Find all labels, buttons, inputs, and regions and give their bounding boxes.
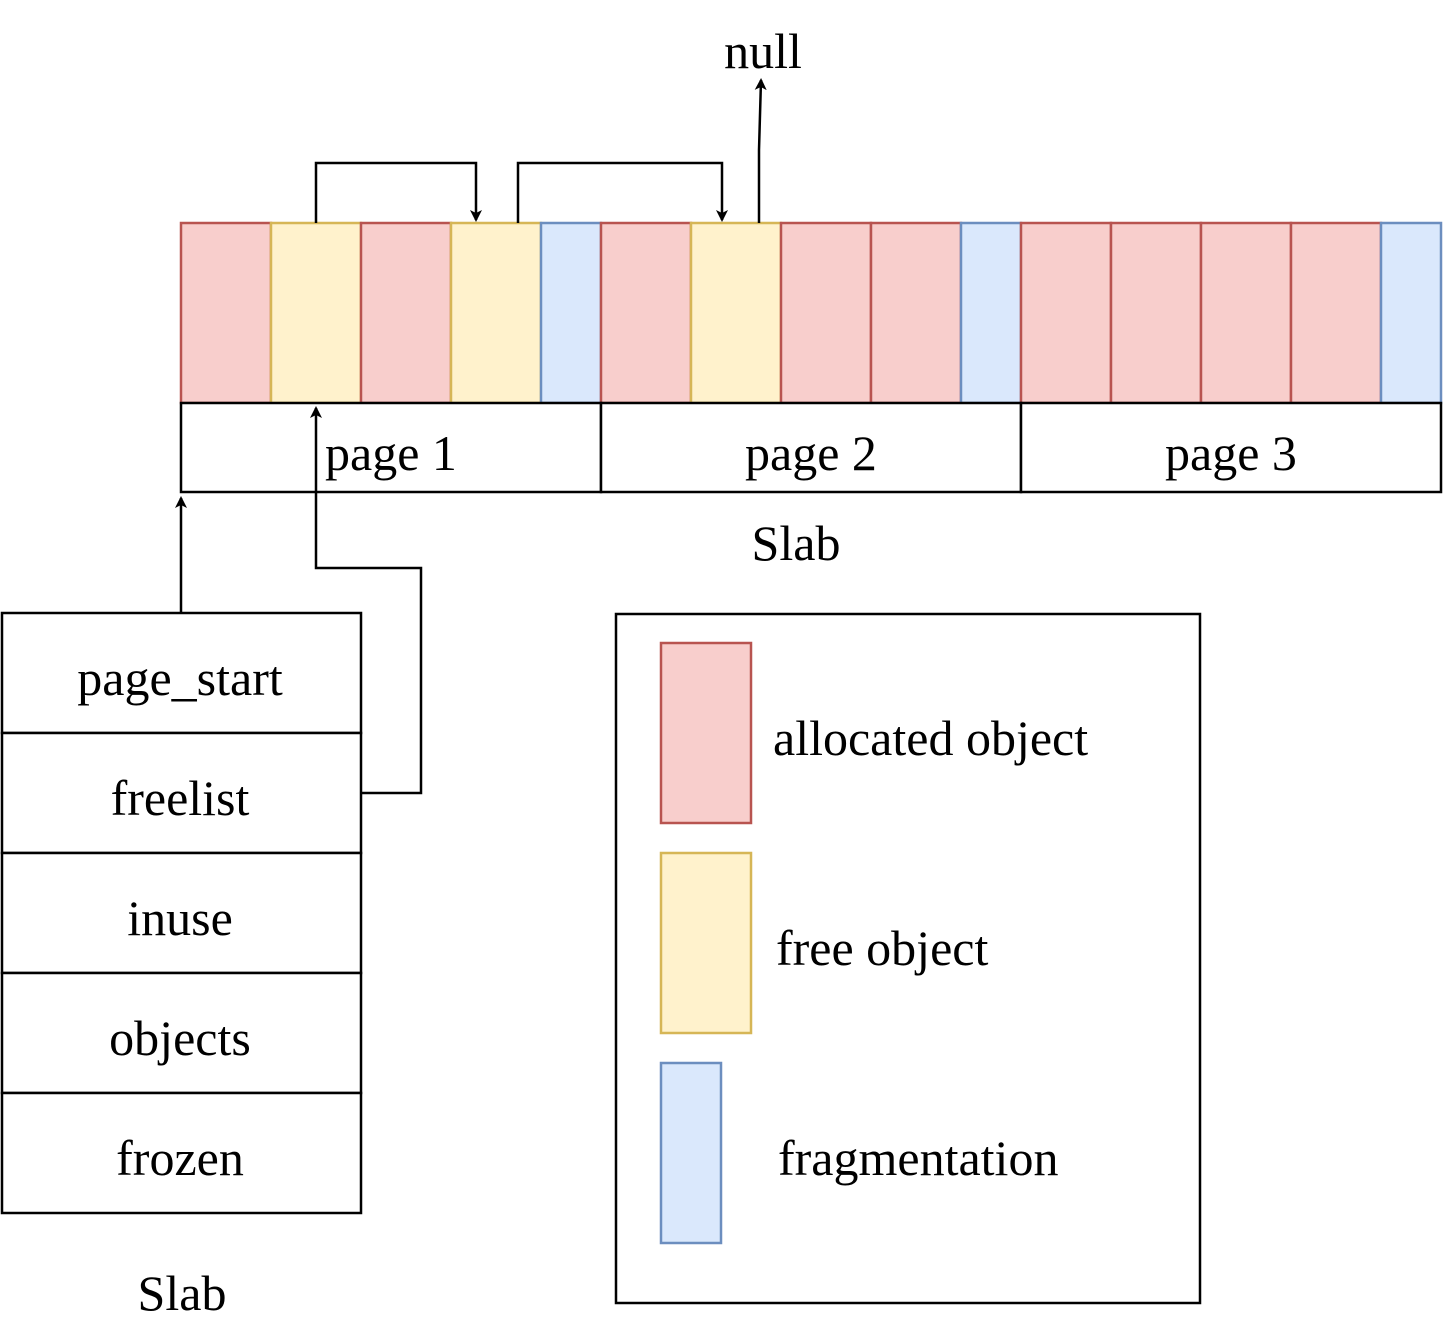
field-objects-label: objects <box>109 1010 251 1066</box>
struct-pointer-arrows <box>175 406 423 795</box>
allocated-object-cell <box>1019 221 1113 405</box>
page-1-label: page 1 <box>325 425 457 481</box>
slab-memory-label: Slab <box>752 515 841 571</box>
allocated-object-cell <box>599 221 693 405</box>
next-pointer-arrow-1 <box>314 161 482 223</box>
page-row <box>179 401 1443 494</box>
allocated-object-cell <box>359 221 453 405</box>
field-frozen-label: frozen <box>116 1130 244 1186</box>
allocated-object-cell <box>1289 221 1383 405</box>
legend-swatch-fragmentation <box>659 1061 723 1245</box>
legend-swatch-free <box>659 851 753 1035</box>
freelist-chain-arrows <box>314 78 767 223</box>
field-frozen-box <box>0 1091 363 1215</box>
page-3-box <box>1019 401 1443 494</box>
allocated-object-cell <box>1109 221 1203 405</box>
slab-struct-label: Slab <box>138 1265 227 1321</box>
page-3-label: page 3 <box>1165 425 1297 481</box>
freelist-pointer-arrow <box>310 406 423 795</box>
next-pointer-arrow-2 <box>516 161 728 223</box>
allocated-object-cell <box>869 221 963 405</box>
page-2-box <box>599 401 1023 494</box>
null-label: null <box>724 23 802 79</box>
slab-object-cells <box>179 221 1443 405</box>
free-object-cell <box>269 221 363 405</box>
page-2-label: page 2 <box>745 425 877 481</box>
field-inuse-box <box>0 851 363 975</box>
allocated-object-cell <box>779 221 873 405</box>
field-freelist-label: freelist <box>111 770 250 826</box>
legend: allocated object free object fragmentati… <box>614 612 1202 1305</box>
legend-label-allocated: allocated object <box>773 710 1088 766</box>
fragmentation-object-cell <box>959 221 1023 405</box>
slab-struct: page_start freelist inuse objects frozen <box>0 611 363 1215</box>
null-pointer-arrow <box>754 78 767 223</box>
allocated-object-cell <box>179 221 273 405</box>
legend-label-fragmentation: fragmentation <box>778 1130 1058 1186</box>
fragmentation-object-cell <box>1379 221 1443 405</box>
field-page-start-box <box>0 611 363 735</box>
field-page-start-label: page_start <box>77 650 283 706</box>
page-1-box <box>179 401 603 494</box>
field-inuse-label: inuse <box>127 890 233 946</box>
fragmentation-object-cell <box>539 221 603 405</box>
allocated-object-cell <box>1199 221 1293 405</box>
legend-label-free: free object <box>776 920 988 976</box>
legend-swatch-allocated <box>659 641 753 825</box>
free-object-cell <box>689 221 783 405</box>
free-object-cell <box>449 221 543 405</box>
